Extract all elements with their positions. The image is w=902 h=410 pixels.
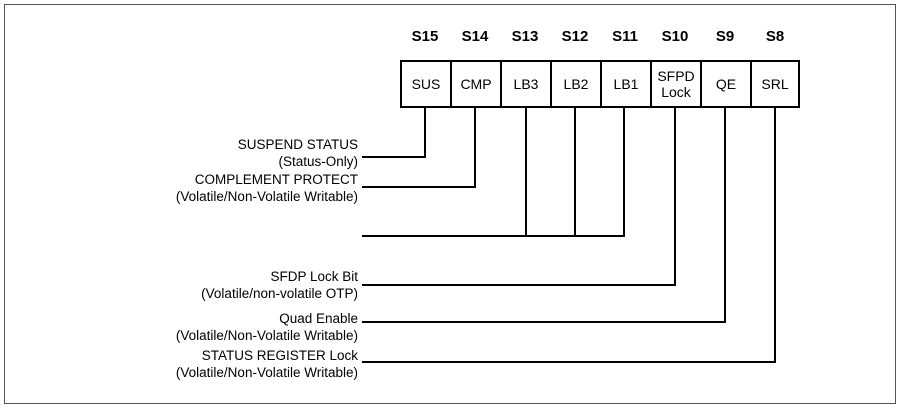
label-suspend-status: SUSPEND STATUS (Status-Only) — [238, 136, 358, 170]
cell-label: LB1 — [613, 76, 639, 92]
bit-number-s9: S9 — [715, 28, 735, 45]
cell-label: LB3 — [513, 76, 539, 92]
register-cell-cmp: CMP — [450, 60, 500, 108]
bit-number-s10: S10 — [661, 28, 689, 45]
label-complement-protect: COMPLEMENT PROTECT (Volatile/Non-Volatil… — [176, 171, 358, 205]
register-cell-sfpd-lock: SFPD Lock — [650, 60, 700, 108]
cell-label: SUS — [411, 76, 441, 92]
label-title: SUSPEND STATUS — [237, 137, 358, 152]
label-subtitle: (Status-Only) — [278, 154, 358, 169]
label-subtitle: (Volatile/non-volatile OTP) — [201, 286, 358, 301]
label-title: SFDP Lock Bit — [270, 269, 358, 284]
register-cell-lb3: LB3 — [500, 60, 550, 108]
register-cell-lb2: LB2 — [550, 60, 600, 108]
cell-label: SFPD — [657, 68, 695, 84]
register-cell-qe: QE — [700, 60, 750, 108]
cell-label: QE — [715, 76, 737, 92]
label-subtitle: (Volatile/Non-Volatile Writable) — [175, 328, 358, 343]
cell-label: SRL — [761, 76, 789, 92]
register-cell-lb1: LB1 — [600, 60, 650, 108]
label-title: STATUS REGISTER Lock — [201, 348, 358, 363]
label-quad-enable: Quad Enable (Volatile/Non-Volatile Writa… — [176, 310, 358, 344]
bit-number-s11: S11 — [612, 28, 638, 45]
wire-quad-enable — [362, 108, 726, 323]
register-cell-srl: SRL — [750, 60, 800, 108]
bit-number-s12: S12 — [561, 28, 589, 45]
cell-label: CMP — [460, 76, 492, 92]
label-title: COMPLEMENT PROTECT — [194, 172, 358, 187]
wire-suspend-status — [362, 108, 426, 158]
bit-number-s15: S15 — [411, 28, 439, 45]
label-sfdp-lock-bit: SFDP Lock Bit (Volatile/non-volatile OTP… — [201, 268, 358, 302]
label-title: Quad Enable — [279, 311, 358, 326]
label-subtitle: (Volatile/Non-Volatile Writable) — [175, 365, 358, 380]
cell-label: LB2 — [563, 76, 589, 92]
label-subtitle: (Volatile/Non-Volatile Writable) — [175, 189, 358, 204]
register-cell-sus: SUS — [400, 60, 450, 108]
wire-sfdp-lock — [362, 108, 676, 286]
wire-complement-protect — [362, 108, 476, 188]
label-status-register-lock: STATUS REGISTER Lock (Volatile/Non-Volat… — [176, 347, 358, 381]
diagram-frame — [4, 4, 896, 404]
wire-status-register-lock — [362, 108, 776, 363]
bit-number-s14: S14 — [461, 28, 489, 45]
bit-number-s13: S13 — [511, 28, 539, 45]
bit-number-s8: S8 — [765, 28, 785, 45]
cell-label-line2: Lock — [661, 84, 691, 100]
